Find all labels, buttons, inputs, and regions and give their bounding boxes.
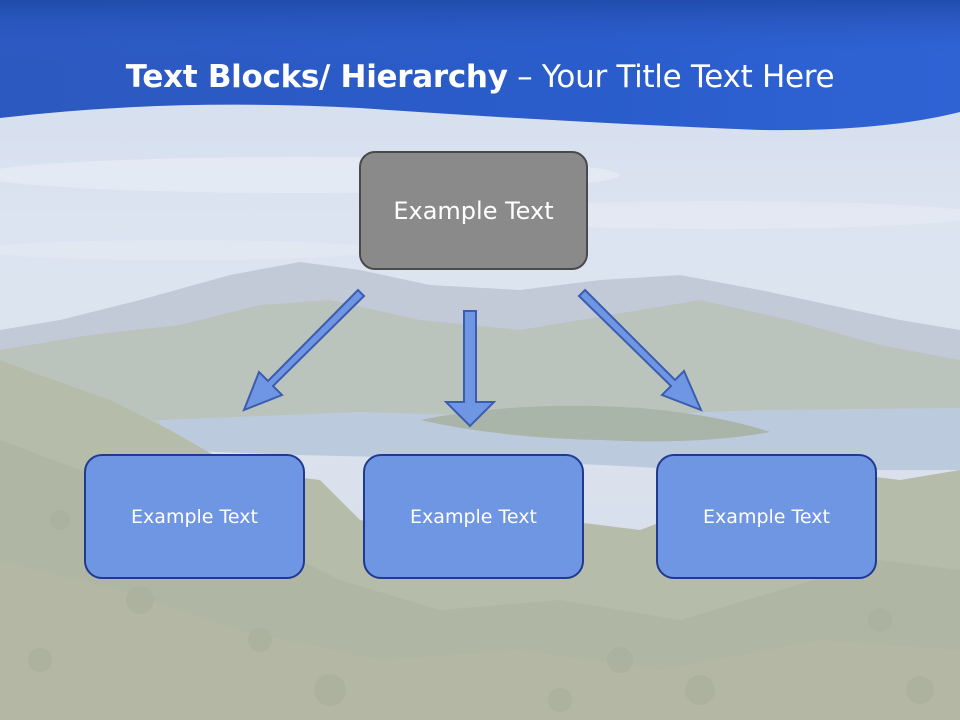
root-box-label: Example Text	[393, 196, 554, 225]
arrow-to-child-3	[577, 288, 703, 412]
slide-title: Text Blocks/ Hierarchy – Your Title Text…	[0, 52, 960, 102]
child-box-3: Example Text	[656, 454, 877, 579]
slide-title-bold: Text Blocks/ Hierarchy	[125, 59, 508, 95]
child-box-1-label: Example Text	[131, 505, 258, 528]
slide-title-rest: – Your Title Text Here	[507, 59, 835, 95]
child-box-3-label: Example Text	[703, 505, 830, 528]
root-box: Example Text	[359, 151, 588, 270]
child-box-2: Example Text	[363, 454, 584, 579]
arrow-to-child-2	[443, 310, 497, 428]
arrow-to-child-1	[242, 288, 366, 412]
child-box-2-label: Example Text	[410, 505, 537, 528]
child-box-1: Example Text	[84, 454, 305, 579]
